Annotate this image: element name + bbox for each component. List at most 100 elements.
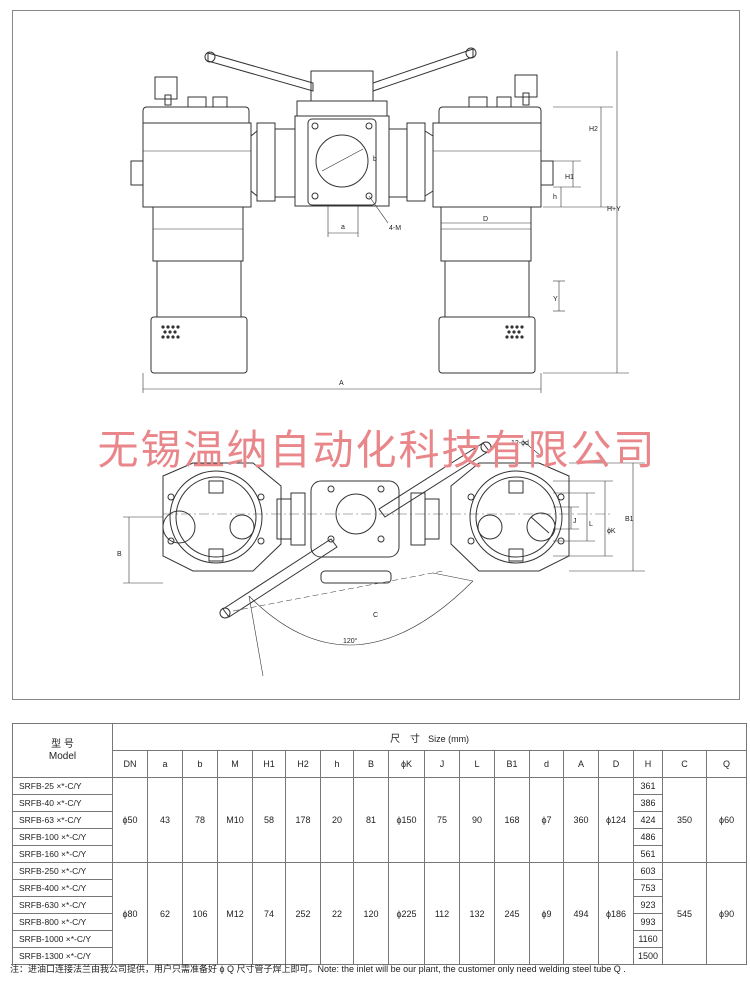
c-cell: 545	[662, 862, 707, 965]
label-phik: ϕK	[607, 528, 616, 535]
model-cell: SRFB-25 ×*-C/Y	[12, 777, 113, 795]
model-cell: SRFB-1000 ×*-C/Y	[12, 930, 113, 948]
h-cell: 923	[633, 896, 663, 914]
size-header-cell: 尺 寸 Size (mm)	[111, 723, 748, 751]
valve-top-port	[335, 493, 377, 535]
model-cell: SRFB-100 ×*-C/Y	[12, 828, 113, 846]
value-cell: 74	[252, 862, 286, 965]
valve-flange	[307, 118, 377, 206]
column-header: DN	[112, 750, 148, 778]
value-cell: 494	[563, 862, 599, 965]
column-header: B1	[494, 750, 530, 778]
column-header: H1	[252, 750, 286, 778]
left-port-b	[229, 514, 255, 540]
label-h: h	[553, 194, 557, 201]
handle-left	[207, 52, 314, 92]
model-header-zh: 型 号	[51, 738, 74, 750]
top-handle-lower	[222, 538, 338, 618]
left-bowl-middle	[156, 260, 242, 318]
model-cell: SRFB-160 ×*-C/Y	[12, 845, 113, 863]
column-header: C	[662, 750, 707, 778]
value-cell: 22	[320, 862, 354, 965]
label-d: D	[483, 216, 488, 223]
column-header: L	[459, 750, 495, 778]
value-cell: ϕ9	[529, 862, 564, 965]
value-cell: 20	[320, 777, 354, 863]
table-row: SRFB-100 ×*-C/Y 486	[12, 828, 747, 846]
label-4m: 4-M	[389, 225, 401, 232]
h-cell: 361	[633, 777, 663, 795]
handle-knob-right	[465, 47, 477, 59]
model-cell: SRFB-250 ×*-C/Y	[12, 862, 113, 880]
value-cell: 360	[563, 777, 599, 863]
left-housing-top	[162, 462, 282, 572]
size-header-en: Size (mm)	[428, 733, 470, 744]
valve-port	[315, 134, 369, 188]
technical-drawing: H2 H+Y H1 h Y a 4-M b D A	[12, 10, 740, 700]
label-h1: H1	[565, 174, 574, 181]
value-cell: ϕ186	[598, 862, 634, 965]
value-cell: ϕ80	[112, 862, 148, 965]
right-port-a	[477, 514, 503, 540]
value-cell: 132	[459, 862, 495, 965]
table-row: SRFB-160 ×*-C/Y 561	[12, 845, 747, 863]
right-bowl-bottom	[438, 316, 536, 374]
value-cell: 120	[353, 862, 389, 965]
value-cell: 78	[182, 777, 218, 863]
column-header: Q	[705, 750, 748, 778]
value-cell: 245	[494, 862, 530, 965]
left-filter	[130, 76, 258, 374]
column-header: H2	[285, 750, 321, 778]
value-cell: ϕ150	[388, 777, 425, 863]
watermark-company: 无锡温纳自动化科技有限公司	[97, 426, 657, 474]
top-view: 12-ϕd B1 ϕK L J B C 120°	[117, 440, 645, 677]
table-row: SRFB-1000 ×*-C/Y 1160	[12, 930, 747, 948]
size-header-zh: 尺 寸	[390, 733, 421, 745]
column-header: d	[529, 750, 564, 778]
label-b: b	[373, 156, 377, 163]
left-head	[142, 122, 252, 208]
value-cell: 252	[285, 862, 321, 965]
right-head	[432, 122, 542, 208]
value-cell: ϕ225	[388, 862, 425, 965]
h-cell: 561	[633, 845, 663, 863]
value-cell: 112	[424, 862, 460, 965]
h-cell: 993	[633, 913, 663, 931]
valve-head	[296, 100, 388, 117]
h-cell: 486	[633, 828, 663, 846]
value-cell: M12	[217, 862, 253, 965]
model-cell: SRFB-400 ×*-C/Y	[12, 879, 113, 897]
column-header: H	[633, 750, 663, 778]
label-c: C	[373, 612, 378, 619]
model-cell: SRFB-40 ×*-C/Y	[12, 794, 113, 812]
right-filter	[424, 74, 554, 374]
front-view: H2 H+Y H1 h Y a 4-M b D A	[130, 47, 629, 393]
right-port-b	[526, 512, 556, 542]
h-cell: 1160	[633, 930, 663, 948]
table-row: SRFB-630 ×*-C/Y 923	[12, 896, 747, 914]
flange-left	[256, 122, 276, 202]
h-cell: 753	[633, 879, 663, 897]
front-dimensions	[142, 51, 629, 393]
value-cell: 43	[147, 777, 183, 863]
value-cell: ϕ50	[112, 777, 148, 863]
table-row: SRFB-400 ×*-C/Y 753	[12, 879, 747, 897]
value-cell: 62	[147, 862, 183, 965]
model-cell: SRFB-630 ×*-C/Y	[12, 896, 113, 914]
label-j: J	[573, 518, 577, 525]
h-cell: 603	[633, 862, 663, 880]
h-cell: 424	[633, 811, 663, 829]
value-cell: 58	[252, 777, 286, 863]
model-header-en: Model	[48, 750, 77, 762]
value-cell: 106	[182, 862, 218, 965]
label-hy: H+Y	[607, 206, 621, 213]
handle-knob-left	[204, 51, 216, 63]
left-bowl-top	[169, 470, 263, 564]
valve-cap	[310, 70, 374, 102]
